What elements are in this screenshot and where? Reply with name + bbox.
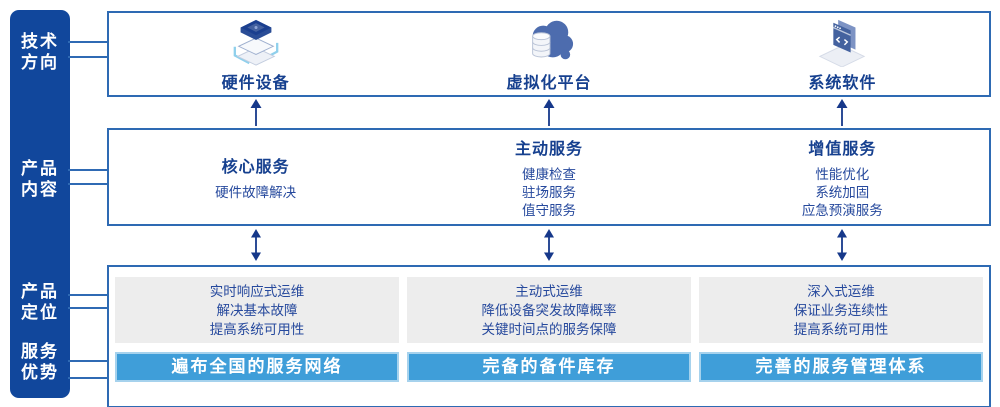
service-item: 健康检查 bbox=[521, 166, 576, 182]
arrow-up-icon bbox=[543, 99, 555, 131]
hardware-stack-icon bbox=[225, 15, 287, 67]
rail-label-product-content: 产品 内容 bbox=[10, 158, 70, 200]
positioning-line: 主动式运维 bbox=[515, 283, 583, 299]
rail-label-line: 服务 bbox=[21, 342, 59, 361]
rail-label-line: 方向 bbox=[21, 53, 59, 72]
connector-line bbox=[68, 169, 108, 171]
positioning-panel: 主动式运维 降低设备突发故障概率 关键时间点的服务保障 bbox=[407, 277, 691, 343]
rail-label-line: 定位 bbox=[21, 303, 59, 322]
arrow-updown-icon bbox=[543, 229, 555, 266]
positioning-col-proactive: 主动式运维 降低设备突发故障概率 关键时间点的服务保障 完备的备件库存 bbox=[407, 277, 691, 406]
advantage-banner: 完善的服务管理体系 bbox=[699, 352, 983, 382]
connector-line bbox=[68, 294, 108, 296]
service-col-proactive: 主动服务 健康检查 驻场服务 值守服务 bbox=[402, 135, 695, 220]
positioning-panel: 深入式运维 保证业务连续性 提高系统可用性 bbox=[699, 277, 983, 343]
rail-label-line: 优势 bbox=[21, 363, 59, 382]
tech-col-virtualization: 虚拟化平台 bbox=[402, 15, 695, 93]
service-item: 硬件故障解决 bbox=[215, 184, 297, 200]
service-title: 增值服务 bbox=[808, 140, 877, 158]
tech-direction-box: 硬件设备 bbox=[107, 11, 991, 97]
arrow-updown-icon bbox=[836, 229, 848, 266]
service-item: 性能优化 bbox=[815, 166, 870, 182]
tech-col-system-software: 系统软件 bbox=[696, 15, 989, 93]
positioning-line: 实时响应式运维 bbox=[209, 283, 305, 299]
tech-label: 系统软件 bbox=[808, 75, 877, 92]
arrow-up-icon bbox=[836, 99, 848, 131]
service-item: 值守服务 bbox=[521, 202, 576, 218]
left-rail: 技术 方向 产品 内容 产品 定位 服务 优势 bbox=[10, 10, 70, 398]
advantage-banner: 遍布全国的服务网络 bbox=[115, 352, 399, 382]
cloud-database-icon bbox=[518, 15, 580, 67]
positioning-line: 关键时间点的服务保障 bbox=[481, 321, 617, 337]
service-item: 驻场服务 bbox=[521, 184, 576, 200]
product-positioning-box: 实时响应式运维 解决基本故障 提高系统可用性 遍布全国的服务网络 主动式运维 降… bbox=[107, 265, 991, 407]
connector-line bbox=[68, 41, 108, 43]
positioning-line: 提高系统可用性 bbox=[793, 321, 889, 337]
tech-label: 硬件设备 bbox=[221, 75, 290, 92]
service-title: 核心服务 bbox=[221, 158, 290, 176]
positioning-col-deep: 深入式运维 保证业务连续性 提高系统可用性 完善的服务管理体系 bbox=[699, 277, 983, 406]
rail-label-tech-direction: 技术 方向 bbox=[10, 31, 70, 73]
connector-line bbox=[68, 307, 108, 309]
positioning-line: 降低设备突发故障概率 bbox=[481, 302, 617, 318]
positioning-line: 深入式运维 bbox=[807, 283, 875, 299]
rail-label-service-advantage: 服务 优势 bbox=[10, 341, 70, 383]
software-window-icon bbox=[811, 15, 873, 67]
arrow-up-icon bbox=[250, 99, 262, 131]
arrow-updown-icon bbox=[250, 229, 262, 266]
rail-label-line: 内容 bbox=[21, 180, 59, 199]
connector-line bbox=[68, 183, 108, 185]
service-item: 系统加固 bbox=[815, 184, 870, 200]
tech-label: 虚拟化平台 bbox=[506, 75, 592, 92]
connector-line bbox=[68, 360, 108, 362]
rail-label-line: 产品 bbox=[21, 282, 59, 301]
positioning-panel: 实时响应式运维 解决基本故障 提高系统可用性 bbox=[115, 277, 399, 343]
rail-label-line: 产品 bbox=[21, 159, 59, 178]
positioning-line: 保证业务连续性 bbox=[793, 302, 889, 318]
service-col-value-added: 增值服务 性能优化 系统加固 应急预演服务 bbox=[696, 135, 989, 220]
service-title: 主动服务 bbox=[514, 140, 583, 158]
tech-col-hardware: 硬件设备 bbox=[109, 15, 402, 93]
positioning-line: 解决基本故障 bbox=[216, 302, 298, 318]
advantage-banner: 完备的备件库存 bbox=[407, 352, 691, 382]
service-item: 应急预演服务 bbox=[801, 202, 883, 218]
service-col-core: 核心服务 硬件故障解决 bbox=[109, 153, 402, 202]
positioning-col-realtime: 实时响应式运维 解决基本故障 提高系统可用性 遍布全国的服务网络 bbox=[115, 277, 399, 406]
product-content-box: 核心服务 硬件故障解决 主动服务 健康检查 驻场服务 值守服务 增值服务 性能优… bbox=[107, 128, 991, 226]
positioning-line: 提高系统可用性 bbox=[209, 321, 305, 337]
rail-label-line: 技术 bbox=[21, 32, 59, 51]
connector-line bbox=[68, 377, 108, 379]
rail-label-product-positioning: 产品 定位 bbox=[10, 281, 70, 323]
connector-line bbox=[68, 56, 108, 58]
